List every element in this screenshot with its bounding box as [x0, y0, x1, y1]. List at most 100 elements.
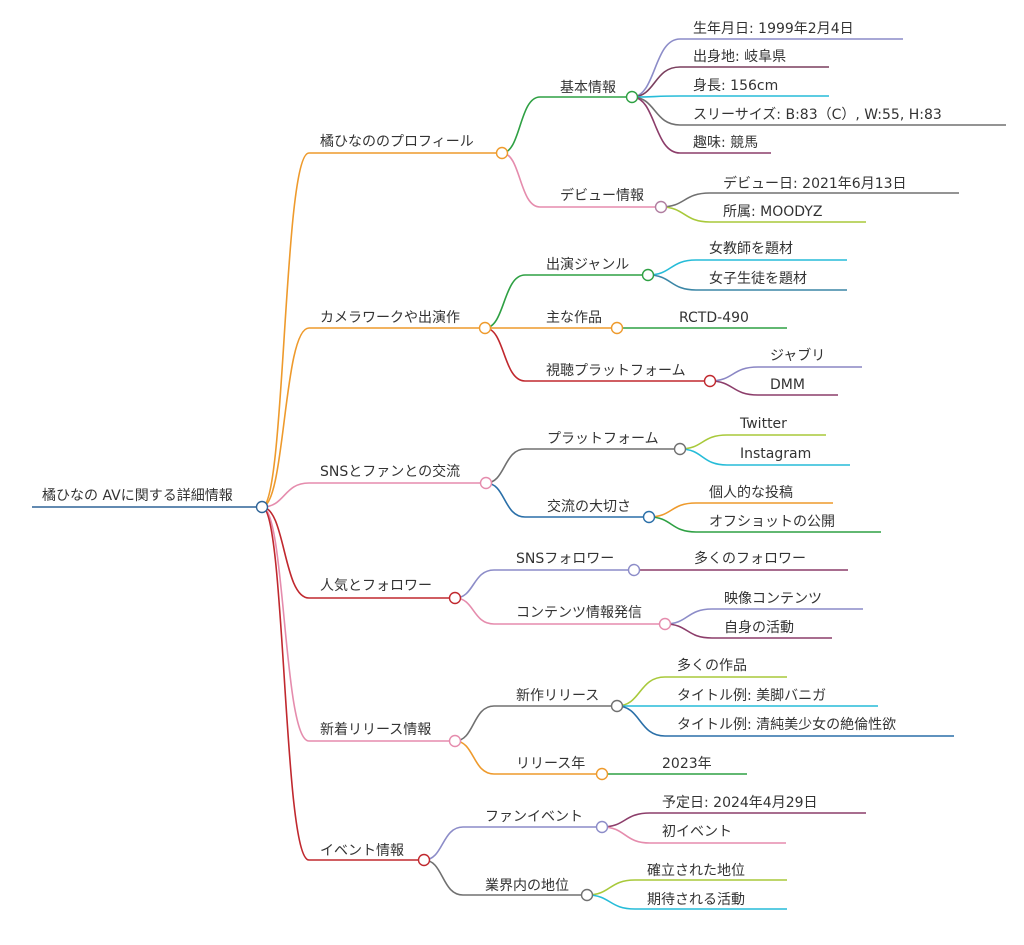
main-topic-label: 人気とフォロワー — [320, 578, 432, 594]
node-circle-r-3[interactable] — [448, 591, 462, 605]
edge-r-0-0-3 — [631, 96, 681, 126]
edge-r-1-0-1 — [647, 274, 697, 291]
edge-r-4-0-2 — [616, 705, 666, 737]
edge-r-2-1-1 — [648, 516, 697, 533]
node-circle-r-0-0[interactable] — [625, 90, 639, 104]
leaf-topic-label: 予定日: 2024年4月29日 — [662, 795, 818, 811]
edge-r-0-0-1 — [631, 66, 681, 98]
edge-r-3 — [261, 506, 310, 599]
edge-r-5-1-0 — [586, 879, 636, 896]
node-circle-r-3-1[interactable] — [658, 617, 672, 631]
sub-topic-label: 新作リリース — [516, 688, 599, 704]
edge-r-5-0 — [423, 826, 464, 861]
sub-topic-label: コンテンツ情報発信 — [516, 605, 642, 621]
leaf-topic-label: 身長: 156cm — [693, 78, 778, 94]
leaf-topic-label: オフショットの公開 — [709, 514, 835, 530]
edge-r-0-1-0 — [660, 192, 711, 208]
leaf-topic-label: ジャブリ — [770, 347, 825, 364]
leaf-topic-label: 個人的な投稿 — [709, 485, 793, 501]
leaf-topic-label: 初イベント — [662, 823, 732, 840]
edge-r-5-0-0 — [601, 812, 651, 828]
edge-r-2-1-0 — [648, 502, 697, 518]
main-topic-label: SNSとファンとの交流 — [320, 463, 460, 480]
edge-r-0-0 — [501, 96, 541, 154]
leaf-topic-label: 多くの作品 — [677, 657, 747, 674]
edge-r-0 — [261, 152, 310, 508]
edge-r-3-1-0 — [664, 608, 713, 625]
node-circle-r-2-0[interactable] — [673, 442, 687, 456]
node-circle-r-4-1[interactable] — [595, 767, 609, 781]
edge-r-3-0 — [454, 569, 495, 599]
node-circle-r-5-1[interactable] — [580, 888, 594, 902]
edge-r-4 — [261, 506, 310, 742]
sub-topic-label: ファンイベント — [485, 809, 583, 825]
root-topic-label: 橘ひなの AVに関する詳細情報 — [42, 488, 233, 504]
edge-r-2-0-0 — [679, 434, 728, 450]
edge-r-0-1 — [501, 152, 541, 208]
node-circle-r-5[interactable] — [417, 853, 431, 867]
sub-topic-label: 視聴プラットフォーム — [546, 363, 686, 379]
node-circle-r-1[interactable] — [478, 321, 492, 335]
main-topic-label: 新着リリース情報 — [320, 722, 431, 738]
node-circle-r-2[interactable] — [479, 476, 493, 490]
node-circle-r-3-0[interactable] — [627, 563, 641, 577]
sub-topic-label: デビュー情報 — [560, 187, 644, 204]
mindmap-labels: 橘ひなの AVに関する詳細情報 橘ひなののプロフィール 基本情報 生年月日: 1999… — [42, 21, 942, 908]
edge-r-4-0 — [454, 705, 495, 742]
sub-topic-label: 主な作品 — [546, 310, 602, 326]
leaf-topic-label: 女子生徒を題材 — [709, 270, 807, 287]
edge-r-5 — [261, 506, 310, 861]
edge-r-2-0 — [485, 448, 526, 484]
sub-topic-label: SNSフォロワー — [516, 551, 614, 567]
edge-r-4-0-0 — [616, 676, 666, 707]
sub-topic-label: 出演ジャンル — [546, 257, 629, 273]
node-circle-r-5-0[interactable] — [595, 820, 609, 834]
edge-r-1-0-0 — [647, 259, 697, 276]
node-circle-r[interactable] — [255, 500, 269, 514]
leaf-topic-label: 出身地: 岐阜県 — [693, 48, 786, 65]
node-circle-r-2-1[interactable] — [642, 510, 656, 524]
node-circle-r-1-0[interactable] — [641, 268, 655, 282]
edge-r-1-2-0 — [709, 366, 759, 382]
edge-r-0-0-4 — [631, 96, 681, 154]
mindmap-underlines — [32, 38, 1006, 910]
leaf-topic-label: スリーサイズ: B:83（C）, W:55, H:83 — [693, 107, 942, 123]
leaf-topic-label: 自身の活動 — [724, 620, 794, 636]
node-circle-r-4[interactable] — [448, 734, 462, 748]
edge-r-0-1-1 — [660, 206, 711, 223]
leaf-topic-label: Instagram — [740, 446, 811, 462]
leaf-topic-label: タイトル例: 清純美少女の絶倫性欲 — [677, 716, 896, 733]
leaf-topic-label: 生年月日: 1999年2月4日 — [693, 21, 854, 37]
leaf-topic-label: 所属: MOODYZ — [723, 204, 822, 220]
edge-r-3-1 — [454, 597, 495, 625]
leaf-topic-label: DMM — [770, 377, 805, 393]
node-circle-r-1-2[interactable] — [703, 374, 717, 388]
node-circle-r-0-1[interactable] — [654, 200, 668, 214]
node-circle-r-1-1[interactable] — [610, 321, 624, 335]
edge-r-3-1-1 — [664, 623, 713, 639]
node-circle-r-0[interactable] — [495, 146, 509, 160]
main-topic-label: 橘ひなののプロフィール — [320, 134, 474, 150]
sub-topic-label: プラットフォーム — [547, 431, 659, 447]
leaf-topic-label: 2023年 — [662, 756, 712, 772]
edge-r-1-0 — [484, 274, 526, 329]
edge-r-5-1 — [423, 859, 464, 896]
sub-topic-label: 業界内の地位 — [485, 878, 569, 894]
edge-r-0-0-0 — [631, 38, 681, 98]
sub-topic-label: 交流の大切さ — [547, 498, 631, 515]
main-topic-label: カメラワークや出演作 — [320, 310, 460, 326]
node-circle-r-4-0[interactable] — [610, 699, 624, 713]
leaf-topic-label: 期待される活動 — [647, 892, 745, 908]
edge-r-4-1 — [454, 740, 495, 775]
leaf-topic-label: RCTD-490 — [679, 310, 749, 326]
edge-r-1-2-1 — [709, 380, 759, 396]
sub-topic-label: 基本情報 — [560, 79, 616, 96]
leaf-topic-label: 多くのフォロワー — [694, 550, 806, 567]
edge-r-2-0-1 — [679, 448, 728, 466]
edge-r-1-2 — [484, 327, 526, 382]
leaf-topic-label: 趣味: 競馬 — [693, 135, 758, 151]
leaf-topic-label: デビュー日: 2021年6月13日 — [723, 175, 907, 192]
leaf-topic-label: Twitter — [739, 416, 787, 432]
main-topic-label: イベント情報 — [320, 843, 404, 859]
